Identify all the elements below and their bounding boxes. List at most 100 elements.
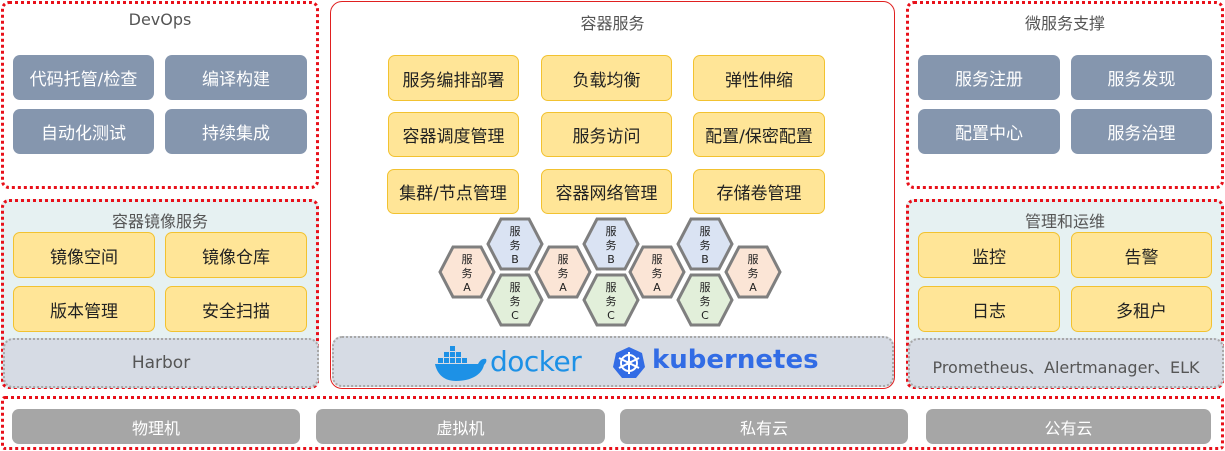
hexagon-label: 服 bbox=[510, 281, 521, 294]
container-item-cluster-node[interactable]: 集群/节点管理 bbox=[387, 169, 519, 214]
devops-item-build[interactable]: 编译构建 bbox=[165, 55, 307, 100]
hexagon-label: 务 bbox=[462, 267, 473, 280]
hexagon-label: 务 bbox=[700, 239, 711, 252]
devops-title: DevOps bbox=[128, 10, 192, 29]
hexagon-shape bbox=[676, 217, 734, 271]
hexagon-label: 务 bbox=[558, 267, 569, 280]
hexagon-shape bbox=[582, 217, 640, 271]
devops-panel: DevOps 代码托管/检查 编译构建 自动化测试 持续集成 bbox=[1, 1, 319, 189]
hexagon-shape bbox=[534, 245, 592, 299]
hexagon-label: 务 bbox=[606, 295, 617, 308]
ops-title: 管理和运维 bbox=[1024, 212, 1105, 231]
hexagon-label: C bbox=[511, 309, 519, 322]
docker-wordmark: docker bbox=[490, 345, 582, 378]
hexagon-label: 务 bbox=[606, 239, 617, 252]
infra-item-physical[interactable]: 物理机 bbox=[12, 409, 300, 444]
hexagon-label: 服 bbox=[462, 253, 473, 266]
hexagon-shape bbox=[676, 273, 734, 327]
container-item-service-access[interactable]: 服务访问 bbox=[541, 112, 672, 157]
hexagon-label: 务 bbox=[510, 239, 521, 252]
hexagon-label: 服 bbox=[652, 253, 663, 266]
microservice-item-governance[interactable]: 服务治理 bbox=[1071, 109, 1212, 154]
ops-stack: Prometheus、Alertmanager、ELK bbox=[908, 338, 1224, 388]
ops-stack-label: Prometheus、Alertmanager、ELK bbox=[932, 358, 1200, 377]
infrastructure-panel: 物理机 虚拟机 私有云 公有云 bbox=[1, 396, 1224, 450]
hexagon-service-a: 服务A bbox=[534, 245, 592, 299]
hexagon-label: B bbox=[701, 253, 709, 266]
hexagon-shape bbox=[724, 245, 782, 299]
container-service-panel: 容器服务 服务编排部署 负载均衡 弹性伸缩 容器调度管理 服务访问 配置/保密配… bbox=[330, 1, 895, 389]
microservice-item-discovery[interactable]: 服务发现 bbox=[1071, 55, 1212, 100]
harbor-label: Harbor bbox=[131, 353, 191, 373]
hexagon-label: 服 bbox=[606, 225, 617, 238]
registry-panel: 容器镜像服务 镜像空间 镜像仓库 版本管理 安全扫描 Harbor bbox=[1, 199, 319, 389]
hexagon-service-b: 服务B bbox=[486, 217, 544, 271]
hexagon-label: 服 bbox=[558, 253, 569, 266]
hexagon-label: 务 bbox=[700, 295, 711, 308]
hexagon-shape bbox=[438, 245, 496, 299]
ops-item-multi-tenant[interactable]: 多租户 bbox=[1071, 286, 1212, 332]
devops-item-auto-test[interactable]: 自动化测试 bbox=[13, 109, 154, 154]
ops-panel: 管理和运维 监控 告警 日志 多租户 Prometheus、Alertmanag… bbox=[906, 199, 1224, 389]
hexagon-service-a: 服务A bbox=[628, 245, 686, 299]
docker-whale-icon bbox=[435, 346, 487, 381]
infra-item-public-cloud[interactable]: 公有云 bbox=[926, 409, 1211, 444]
ops-item-alerting[interactable]: 告警 bbox=[1071, 232, 1212, 278]
container-item-storage-volume[interactable]: 存储卷管理 bbox=[693, 169, 825, 214]
runtime-stack: docker kubernetes bbox=[332, 336, 894, 387]
kubernetes-logo: kubernetes bbox=[612, 345, 819, 381]
devops-item-code-hosting[interactable]: 代码托管/检查 bbox=[13, 55, 154, 100]
hexagon-label: C bbox=[607, 309, 615, 322]
hexagon-label: A bbox=[749, 281, 757, 294]
hexagon-label: 务 bbox=[748, 267, 759, 280]
kubernetes-helm-icon bbox=[613, 347, 645, 378]
microservice-title: 微服务支撑 bbox=[1024, 14, 1105, 33]
container-item-config-secret[interactable]: 配置/保密配置 bbox=[693, 112, 825, 157]
registry-title: 容器镜像服务 bbox=[111, 212, 208, 231]
hexagon-service-c: 服务C bbox=[486, 273, 544, 327]
hexagon-label: 服 bbox=[748, 253, 759, 266]
hexagon-shape bbox=[486, 217, 544, 271]
container-item-orchestration[interactable]: 服务编排部署 bbox=[388, 55, 519, 101]
hexagon-label: A bbox=[463, 281, 471, 294]
microservice-item-config-center[interactable]: 配置中心 bbox=[918, 109, 1060, 154]
registry-item-namespace[interactable]: 镜像空间 bbox=[13, 232, 155, 278]
container-service-title: 容器服务 bbox=[580, 14, 645, 33]
hexagon-service-b: 服务B bbox=[676, 217, 734, 271]
hexagon-label: 服 bbox=[700, 225, 711, 238]
microservice-panel: 微服务支撑 服务注册 服务发现 配置中心 服务治理 bbox=[906, 1, 1224, 189]
harbor-stack: Harbor bbox=[3, 338, 319, 388]
hexagon-service-b: 服务B bbox=[582, 217, 640, 271]
hexagon-label: 务 bbox=[510, 295, 521, 308]
infra-item-private-cloud[interactable]: 私有云 bbox=[620, 409, 908, 444]
hexagon-label: A bbox=[559, 281, 567, 294]
hexagon-label: 服 bbox=[700, 281, 711, 294]
kubernetes-wordmark: kubernetes bbox=[652, 345, 819, 375]
container-item-load-balancing[interactable]: 负载均衡 bbox=[541, 55, 672, 101]
registry-item-versioning[interactable]: 版本管理 bbox=[13, 286, 155, 332]
hexagon-shape bbox=[582, 273, 640, 327]
hexagon-shape bbox=[486, 273, 544, 327]
hexagon-label: 服 bbox=[606, 281, 617, 294]
container-item-scheduling[interactable]: 容器调度管理 bbox=[388, 112, 519, 157]
hexagon-label: B bbox=[607, 253, 615, 266]
docker-logo: docker bbox=[434, 344, 584, 382]
registry-item-security-scan[interactable]: 安全扫描 bbox=[165, 286, 307, 332]
hexagon-label: 务 bbox=[652, 267, 663, 280]
container-item-autoscaling[interactable]: 弹性伸缩 bbox=[693, 55, 825, 101]
registry-item-repository[interactable]: 镜像仓库 bbox=[165, 232, 307, 278]
hexagon-shape bbox=[628, 245, 686, 299]
hexagon-label: C bbox=[701, 309, 709, 322]
infra-item-virtual[interactable]: 虚拟机 bbox=[316, 409, 605, 444]
hexagon-service-c: 服务C bbox=[582, 273, 640, 327]
microservice-item-registration[interactable]: 服务注册 bbox=[918, 55, 1060, 100]
ops-item-monitoring[interactable]: 监控 bbox=[918, 232, 1060, 278]
devops-item-ci[interactable]: 持续集成 bbox=[165, 109, 307, 154]
hexagon-label: 服 bbox=[510, 225, 521, 238]
hexagon-service-c: 服务C bbox=[676, 273, 734, 327]
hexagon-label: B bbox=[511, 253, 519, 266]
ops-item-logging[interactable]: 日志 bbox=[918, 286, 1060, 332]
container-item-network[interactable]: 容器网络管理 bbox=[541, 169, 672, 214]
hexagon-label: A bbox=[653, 281, 661, 294]
